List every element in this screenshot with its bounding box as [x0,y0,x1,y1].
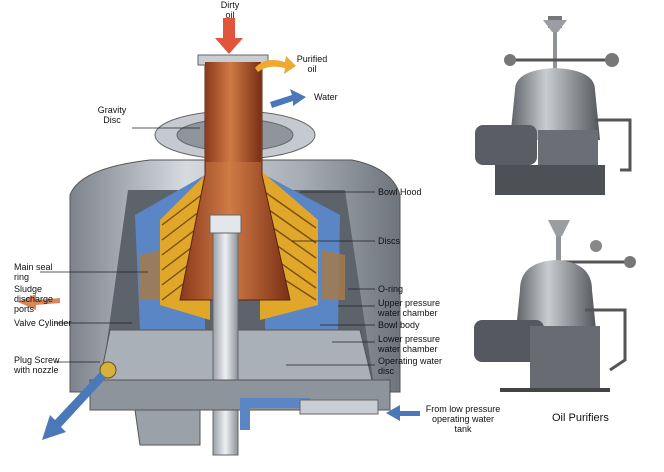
label-water: Water [314,92,338,102]
leader-lines [40,127,375,366]
label-oil-purifiers: Oil Purifiers [552,412,609,424]
sludge-arrow [18,294,60,310]
inlet-fitting [299,399,379,415]
spindle-shaft [212,214,239,456]
separator-cutaway [69,54,401,456]
flow-arrows [18,18,420,440]
operating-water-pipe [240,398,310,430]
discharge-arrow [42,372,106,440]
label-o-ring: O-ring [378,284,404,294]
purified-oil-arrow [255,56,296,74]
label-discs: Discs [378,236,400,246]
purifier-photo-top [475,16,632,195]
label-bowl-body: Bowl body [378,320,420,330]
dirty-oil-arrow [215,18,243,54]
purifier-photo-bottom [474,220,636,392]
water-arrow [270,89,306,108]
plug-screw [99,361,117,379]
label-valve-cylinder: Valve Cylinder [14,318,72,328]
operating-water-arrow [386,405,420,421]
label-bowl-hood: Bowl Hood [378,187,422,197]
